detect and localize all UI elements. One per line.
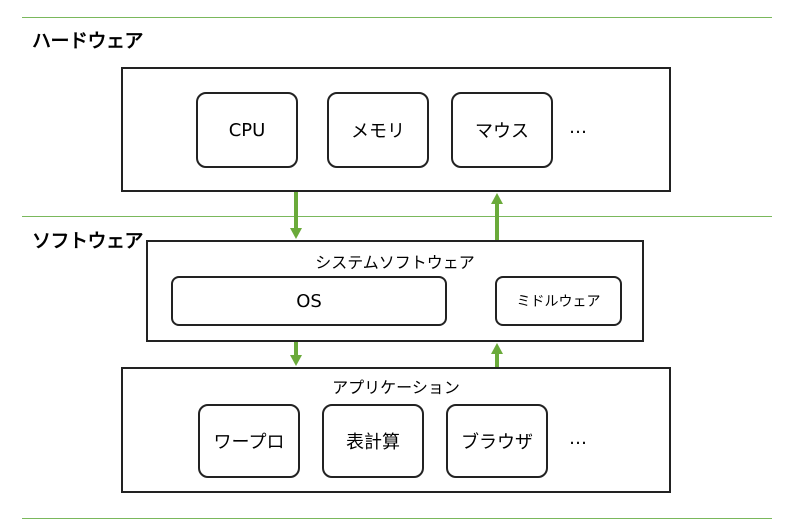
applications-title: アプリケーション [332, 378, 460, 397]
cpu-label: CPU [228, 119, 266, 141]
spreadsheet-label: 表計算 [346, 432, 400, 453]
divider-bottom [22, 518, 772, 519]
applications-more-ellipsis: … [569, 428, 589, 449]
divider-middle [22, 216, 772, 217]
system-software-box: システムソフトウェア OS ミドルウェア [146, 240, 644, 342]
hardware-more-ellipsis: … [569, 117, 589, 138]
browser-node: ブラウザ [446, 404, 548, 478]
cpu-node: CPU [196, 92, 298, 168]
software-section-label: ソフトウェア [32, 230, 144, 252]
spreadsheet-node: 表計算 [322, 404, 424, 478]
os-node: OS [171, 276, 447, 326]
arrow-down-sys-to-app [289, 342, 303, 367]
system-software-title: システムソフトウェア [315, 253, 475, 272]
mouse-node: マウス [451, 92, 553, 168]
middleware-label: ミドルウェア [516, 294, 601, 310]
mouse-label: マウス [475, 121, 529, 142]
memory-label: メモリ [351, 121, 405, 142]
browser-label: ブラウザ [461, 432, 533, 453]
hardware-section-label: ハードウェア [32, 30, 144, 52]
arrow-up-sys-to-hw [490, 192, 504, 240]
middleware-node: ミドルウェア [495, 276, 622, 326]
memory-node: メモリ [327, 92, 429, 168]
divider-top [22, 17, 772, 18]
word-processor-label: ワープロ [213, 432, 285, 453]
arrow-down-hw-to-sys [289, 192, 303, 240]
applications-box: アプリケーション ワープロ 表計算 ブラウザ … [121, 367, 671, 493]
hardware-box: CPU メモリ マウス … [121, 67, 671, 192]
os-label: OS [296, 290, 322, 312]
word-processor-node: ワープロ [198, 404, 300, 478]
arrow-up-app-to-sys [490, 342, 504, 367]
